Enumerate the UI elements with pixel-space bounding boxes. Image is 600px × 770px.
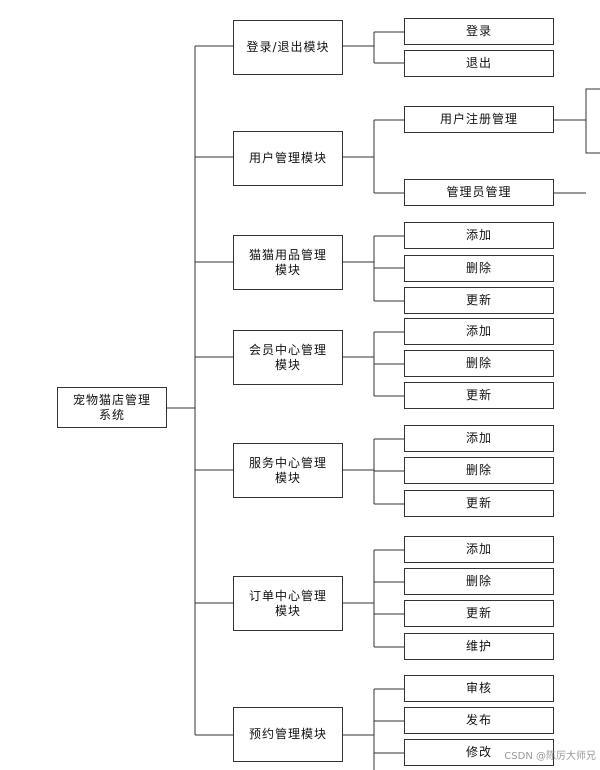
root-node-label: 宠物猫店管理 系统 (72, 392, 151, 422)
node-update: 更新 (404, 382, 554, 409)
module-order-center: 订单中心管理 模块 (233, 576, 343, 631)
node-publish: 发布 (404, 707, 554, 734)
module-service-center: 服务中心管理 模块 (233, 443, 343, 498)
node-label: 删除 (465, 356, 492, 370)
node-label: 添加 (465, 324, 492, 338)
node-label: 更新 (465, 388, 492, 402)
node-label: 维护 (465, 639, 492, 653)
node-label: 删除 (465, 261, 492, 275)
node-label: 登录 (465, 24, 492, 38)
node-label: 管理员管理 (446, 185, 512, 199)
node-update: 更新 (404, 490, 554, 517)
node-update: 更新 (404, 600, 554, 627)
node-delete: 删除 (404, 568, 554, 595)
module-label: 服务中心管理 模块 (248, 455, 327, 485)
module-booking-management: 预约管理模块 (233, 707, 343, 762)
module-member-center: 会员中心管理 模块 (233, 330, 343, 385)
node-label: 更新 (465, 606, 492, 620)
node-modify: 修改 (404, 739, 554, 766)
module-user-management: 用户管理模块 (233, 131, 343, 186)
module-label: 猫猫用品管理 模块 (248, 247, 327, 277)
node-maintain: 维护 (404, 633, 554, 660)
module-label: 预约管理模块 (248, 727, 327, 741)
node-label: 添加 (465, 542, 492, 556)
module-label: 登录/退出模块 (246, 40, 330, 54)
module-login-logout: 登录/退出模块 (233, 20, 343, 75)
node-update: 更新 (404, 287, 554, 314)
root-node: 宠物猫店管理 系统 (57, 387, 167, 428)
node-delete: 删除 (404, 255, 554, 282)
module-label: 订单中心管理 模块 (248, 588, 327, 618)
node-label: 更新 (465, 293, 492, 307)
csdn-watermark: CSDN @陈厉大师兄 (504, 751, 596, 762)
node-label: 修改 (465, 745, 492, 759)
node-admin-management: 管理员管理 (404, 179, 554, 206)
node-label: 删除 (465, 463, 492, 477)
node-add: 添加 (404, 318, 554, 345)
node-user-registration: 用户注册管理 (404, 106, 554, 133)
node-label: 添加 (465, 431, 492, 445)
node-label: 添加 (465, 228, 492, 242)
node-label: 审核 (465, 681, 492, 695)
node-review: 审核 (404, 675, 554, 702)
module-cat-supplies: 猫猫用品管理 模块 (233, 235, 343, 290)
module-label: 会员中心管理 模块 (248, 342, 327, 372)
node-logout: 退出 (404, 50, 554, 77)
node-add: 添加 (404, 536, 554, 563)
node-add: 添加 (404, 222, 554, 249)
node-delete: 删除 (404, 350, 554, 377)
node-label: 更新 (465, 496, 492, 510)
node-delete: 删除 (404, 457, 554, 484)
node-label: 用户注册管理 (439, 112, 518, 126)
node-add: 添加 (404, 425, 554, 452)
node-login: 登录 (404, 18, 554, 45)
node-label: 发布 (465, 713, 492, 727)
node-label: 删除 (465, 574, 492, 588)
module-label: 用户管理模块 (248, 151, 327, 165)
node-label: 退出 (465, 56, 492, 70)
